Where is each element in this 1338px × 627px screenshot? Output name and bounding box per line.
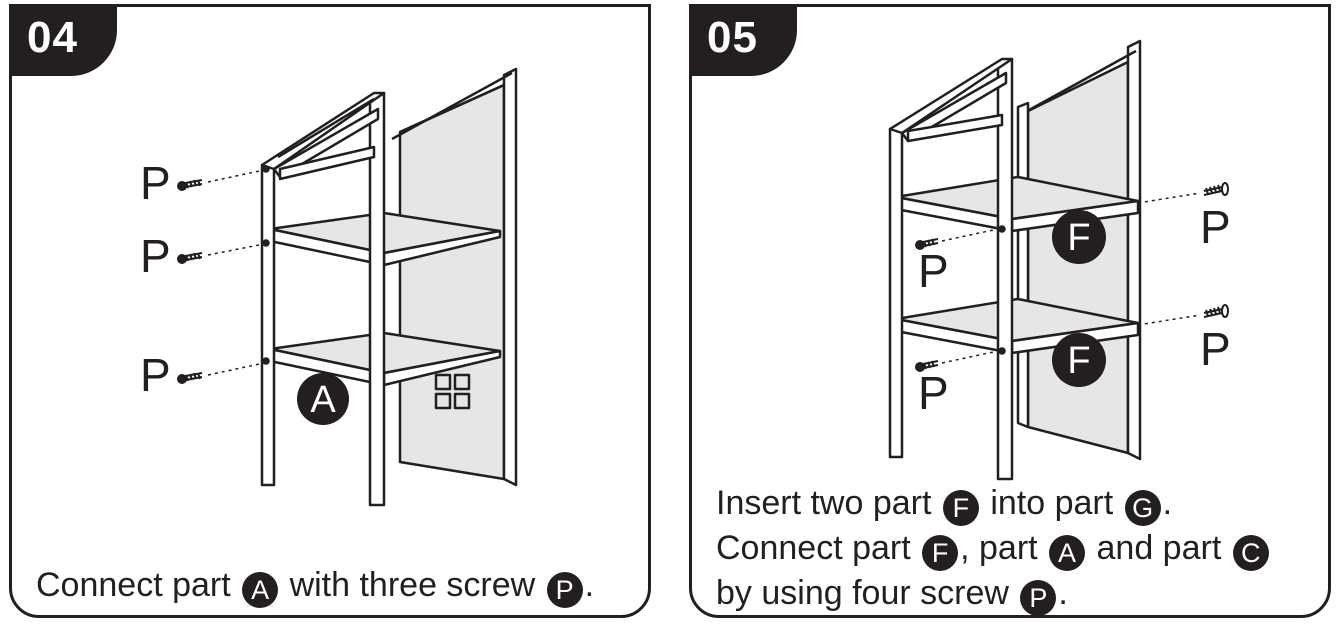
back-post xyxy=(1126,39,1142,461)
screw-icon xyxy=(177,252,203,264)
screw-badge: P xyxy=(546,572,583,608)
screw-badge: P xyxy=(1020,580,1057,615)
back-panel xyxy=(398,83,506,481)
part-badge: G xyxy=(1124,490,1161,526)
screw-icon xyxy=(1203,304,1229,318)
step-04-instruction: Connect part A with three screw P. xyxy=(36,563,594,608)
screw-label: P xyxy=(1200,323,1231,375)
screw-label: P xyxy=(140,349,171,401)
front-frame-part-a xyxy=(260,91,386,507)
part-f-label: F xyxy=(1067,340,1090,382)
part-a-callout xyxy=(297,373,349,425)
screw-icon xyxy=(915,360,939,372)
front-frame-part-a xyxy=(888,57,1014,481)
step-number-badge: 04 xyxy=(12,7,117,76)
step-number-badge: 05 xyxy=(692,7,797,76)
step-04-illustration: P P P A xyxy=(140,67,518,507)
instruction-line-3: by using four screw P. xyxy=(716,571,1271,615)
instruction-line-2: Connect part F, part A and part C xyxy=(716,526,1271,571)
part-badge: C xyxy=(1232,535,1269,571)
screw-icon xyxy=(915,238,939,250)
part-badge: A xyxy=(1049,535,1086,571)
part-badge: A xyxy=(242,572,279,608)
screw-label: P xyxy=(918,367,949,419)
screw-label: P xyxy=(918,245,949,297)
part-f-callout xyxy=(1052,333,1106,387)
screw-icon xyxy=(177,179,203,191)
step-05-panel: 05 xyxy=(689,4,1331,618)
screw-label: P xyxy=(140,157,171,209)
screw-icon xyxy=(177,372,203,384)
step-05-instruction: Insert two part F into part G. Connect p… xyxy=(716,481,1271,615)
screw-label: P xyxy=(140,230,171,282)
part-badge: F xyxy=(922,535,959,571)
step-04-panel: 04 xyxy=(9,4,651,618)
back-post xyxy=(502,67,518,487)
window-icon xyxy=(434,373,471,410)
part-f-label: F xyxy=(1067,217,1090,259)
screw-label: P xyxy=(1200,201,1231,253)
part-badge: F xyxy=(942,490,979,526)
screw-icon xyxy=(1203,182,1229,196)
step-05-illustration: P P P P F F xyxy=(888,39,1231,481)
part-f-callout xyxy=(1052,210,1106,264)
part-a-label: A xyxy=(310,379,336,421)
instruction-line-1: Insert two part F into part G. xyxy=(716,481,1271,526)
